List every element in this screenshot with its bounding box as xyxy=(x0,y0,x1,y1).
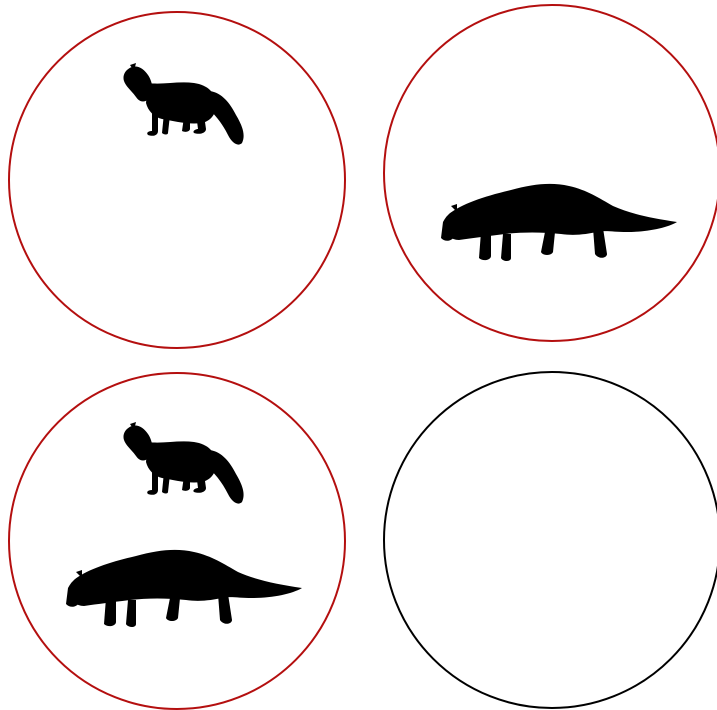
large-animal-silhouette-icon xyxy=(66,540,306,635)
circle-panel-top-right xyxy=(383,4,717,342)
circle-panel-bottom-right-empty xyxy=(383,371,717,709)
circle-panel-top-left xyxy=(8,11,346,349)
circle-panel-bottom-left xyxy=(8,372,346,710)
small-animal-silhouette-icon xyxy=(118,422,248,512)
large-animal-silhouette-icon xyxy=(441,174,681,269)
small-animal-silhouette-icon xyxy=(118,63,248,153)
